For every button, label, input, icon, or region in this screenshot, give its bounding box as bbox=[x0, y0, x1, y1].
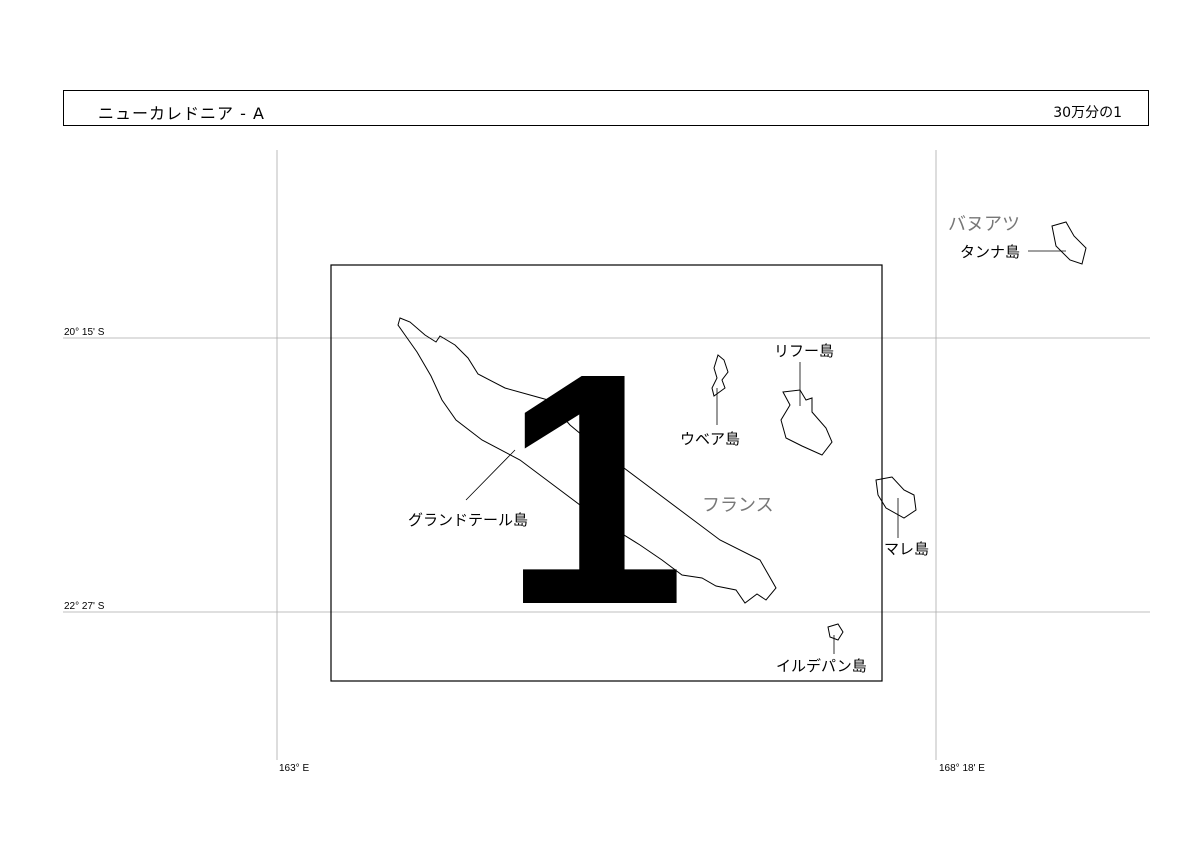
lat-label-1: 20° 15' S bbox=[64, 327, 105, 338]
label-lifou: リフー島 bbox=[774, 342, 834, 360]
country-france: フランス bbox=[702, 495, 774, 516]
lon-label-1: 163° E bbox=[279, 763, 309, 774]
lon-label-2: 168° 18' E bbox=[939, 763, 985, 774]
label-ouvea: ウベア島 bbox=[680, 430, 740, 448]
sheet-frame bbox=[330, 264, 883, 682]
island-lifou bbox=[780, 389, 833, 456]
label-tanna: タンナ島 bbox=[960, 243, 1020, 261]
title-bar: ニューカレドニア - A 30万分の1 bbox=[63, 90, 1149, 126]
label-mare: マレ島 bbox=[884, 540, 929, 558]
island-ouvea bbox=[711, 354, 729, 397]
leader-lines bbox=[465, 250, 1066, 654]
label-grande-terre: グランドテール島 bbox=[408, 511, 528, 529]
lat-label-2: 22° 27' S bbox=[64, 601, 105, 612]
island-tanna bbox=[1051, 221, 1087, 265]
island-isle-of-pines bbox=[827, 623, 844, 641]
country-vanuatu: バヌアツ bbox=[948, 214, 1020, 235]
sheet-number: 1 bbox=[502, 304, 686, 673]
island-grande-terre bbox=[397, 317, 777, 604]
island-mare bbox=[875, 476, 917, 519]
label-isle-of-pines: イルデパン島 bbox=[776, 657, 867, 675]
map-title: ニューカレドニア - A bbox=[98, 104, 265, 123]
map-scale: 30万分の1 bbox=[1053, 105, 1122, 121]
graticule bbox=[63, 150, 1150, 760]
